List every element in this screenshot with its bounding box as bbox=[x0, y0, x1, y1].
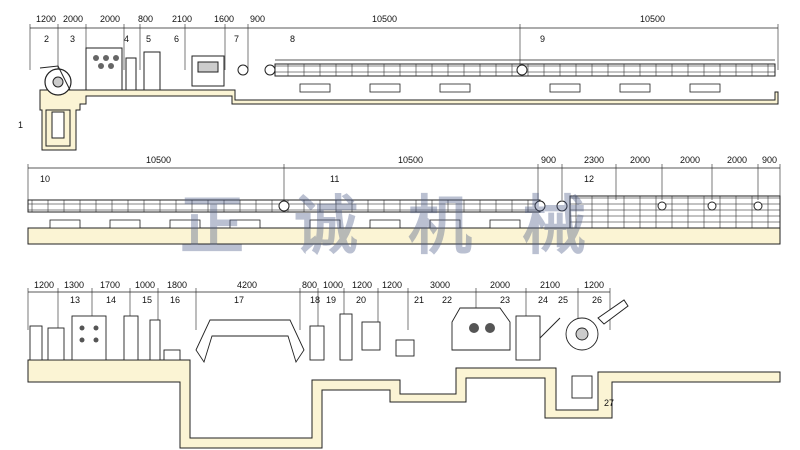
dim-r3-8: 1200 bbox=[352, 280, 372, 290]
dim-r1-4: 2100 bbox=[172, 14, 192, 24]
dim-r1-3: 800 bbox=[138, 14, 153, 24]
label-10: 10 bbox=[40, 174, 50, 184]
floor-row-3 bbox=[27, 359, 781, 449]
label-15: 15 bbox=[142, 295, 152, 305]
label-5: 5 bbox=[146, 34, 151, 44]
label-3: 3 bbox=[70, 34, 75, 44]
dim-r1-2: 2000 bbox=[100, 14, 120, 24]
label-11: 11 bbox=[330, 174, 339, 184]
label-9: 9 bbox=[540, 34, 545, 44]
label-2: 2 bbox=[44, 34, 49, 44]
dim-r1-7: 10500 bbox=[372, 14, 397, 24]
dim-r2-0: 10500 bbox=[146, 155, 171, 165]
label-21: 21 bbox=[414, 295, 424, 305]
dim-r2-6: 2000 bbox=[727, 155, 747, 165]
label-22: 22 bbox=[442, 295, 452, 305]
dim-r3-1: 1300 bbox=[64, 280, 84, 290]
dim-r3-11: 2000 bbox=[490, 280, 510, 290]
label-4: 4 bbox=[124, 34, 129, 44]
label-25: 25 bbox=[558, 295, 568, 305]
dim-r2-2: 900 bbox=[541, 155, 556, 165]
watermark-text: 正诚机械 bbox=[180, 189, 636, 264]
floor-row-2 bbox=[27, 227, 781, 245]
label-26: 26 bbox=[592, 295, 602, 305]
label-23: 23 bbox=[500, 295, 510, 305]
label-20: 20 bbox=[356, 295, 366, 305]
row-2: 10500 10500 900 2300 2000 2000 2000 900 … bbox=[27, 155, 781, 245]
dim-r1-5: 1600 bbox=[214, 14, 234, 24]
dim-r3-7: 1000 bbox=[323, 280, 343, 290]
dim-r3-5: 4200 bbox=[237, 280, 257, 290]
dim-r2-3: 2300 bbox=[584, 155, 604, 165]
label-18: 18 bbox=[310, 295, 320, 305]
dim-r1-8: 10500 bbox=[640, 14, 665, 24]
dim-r1-6: 900 bbox=[250, 14, 265, 24]
dim-r2-5: 2000 bbox=[680, 155, 700, 165]
dim-r2-4: 2000 bbox=[630, 155, 650, 165]
dim-r3-13: 1200 bbox=[584, 280, 604, 290]
dim-r3-12: 2100 bbox=[540, 280, 560, 290]
dim-r3-4: 1800 bbox=[167, 280, 187, 290]
label-13: 13 bbox=[70, 295, 80, 305]
dim-r3-6: 800 bbox=[302, 280, 317, 290]
dim-r3-3: 1000 bbox=[135, 280, 155, 290]
dim-r3-9: 1200 bbox=[382, 280, 402, 290]
label-24: 24 bbox=[538, 295, 548, 305]
label-14: 14 bbox=[106, 295, 116, 305]
dim-r3-0: 1200 bbox=[34, 280, 54, 290]
dim-r1-0: 1200 bbox=[36, 14, 56, 24]
row-3: 1200 1300 1700 1000 1800 4200 800 1000 1… bbox=[27, 280, 781, 449]
row-1: 1200 2000 2000 800 2100 1600 900 10500 1… bbox=[18, 14, 779, 151]
label-6: 6 bbox=[174, 34, 179, 44]
label-7: 7 bbox=[234, 34, 239, 44]
dim-r3-2: 1700 bbox=[100, 280, 120, 290]
dim-r2-7: 900 bbox=[762, 155, 777, 165]
dim-r3-10: 3000 bbox=[430, 280, 450, 290]
label-12: 12 bbox=[584, 174, 594, 184]
label-16: 16 bbox=[170, 295, 180, 305]
dim-r1-1: 2000 bbox=[63, 14, 83, 24]
label-8: 8 bbox=[290, 34, 295, 44]
label-19: 19 bbox=[326, 295, 336, 305]
label-1: 1 bbox=[18, 120, 23, 130]
label-27: 27 bbox=[604, 398, 614, 408]
dim-r2-1: 10500 bbox=[398, 155, 423, 165]
label-17: 17 bbox=[234, 295, 244, 305]
floor-row-1 bbox=[39, 89, 779, 151]
